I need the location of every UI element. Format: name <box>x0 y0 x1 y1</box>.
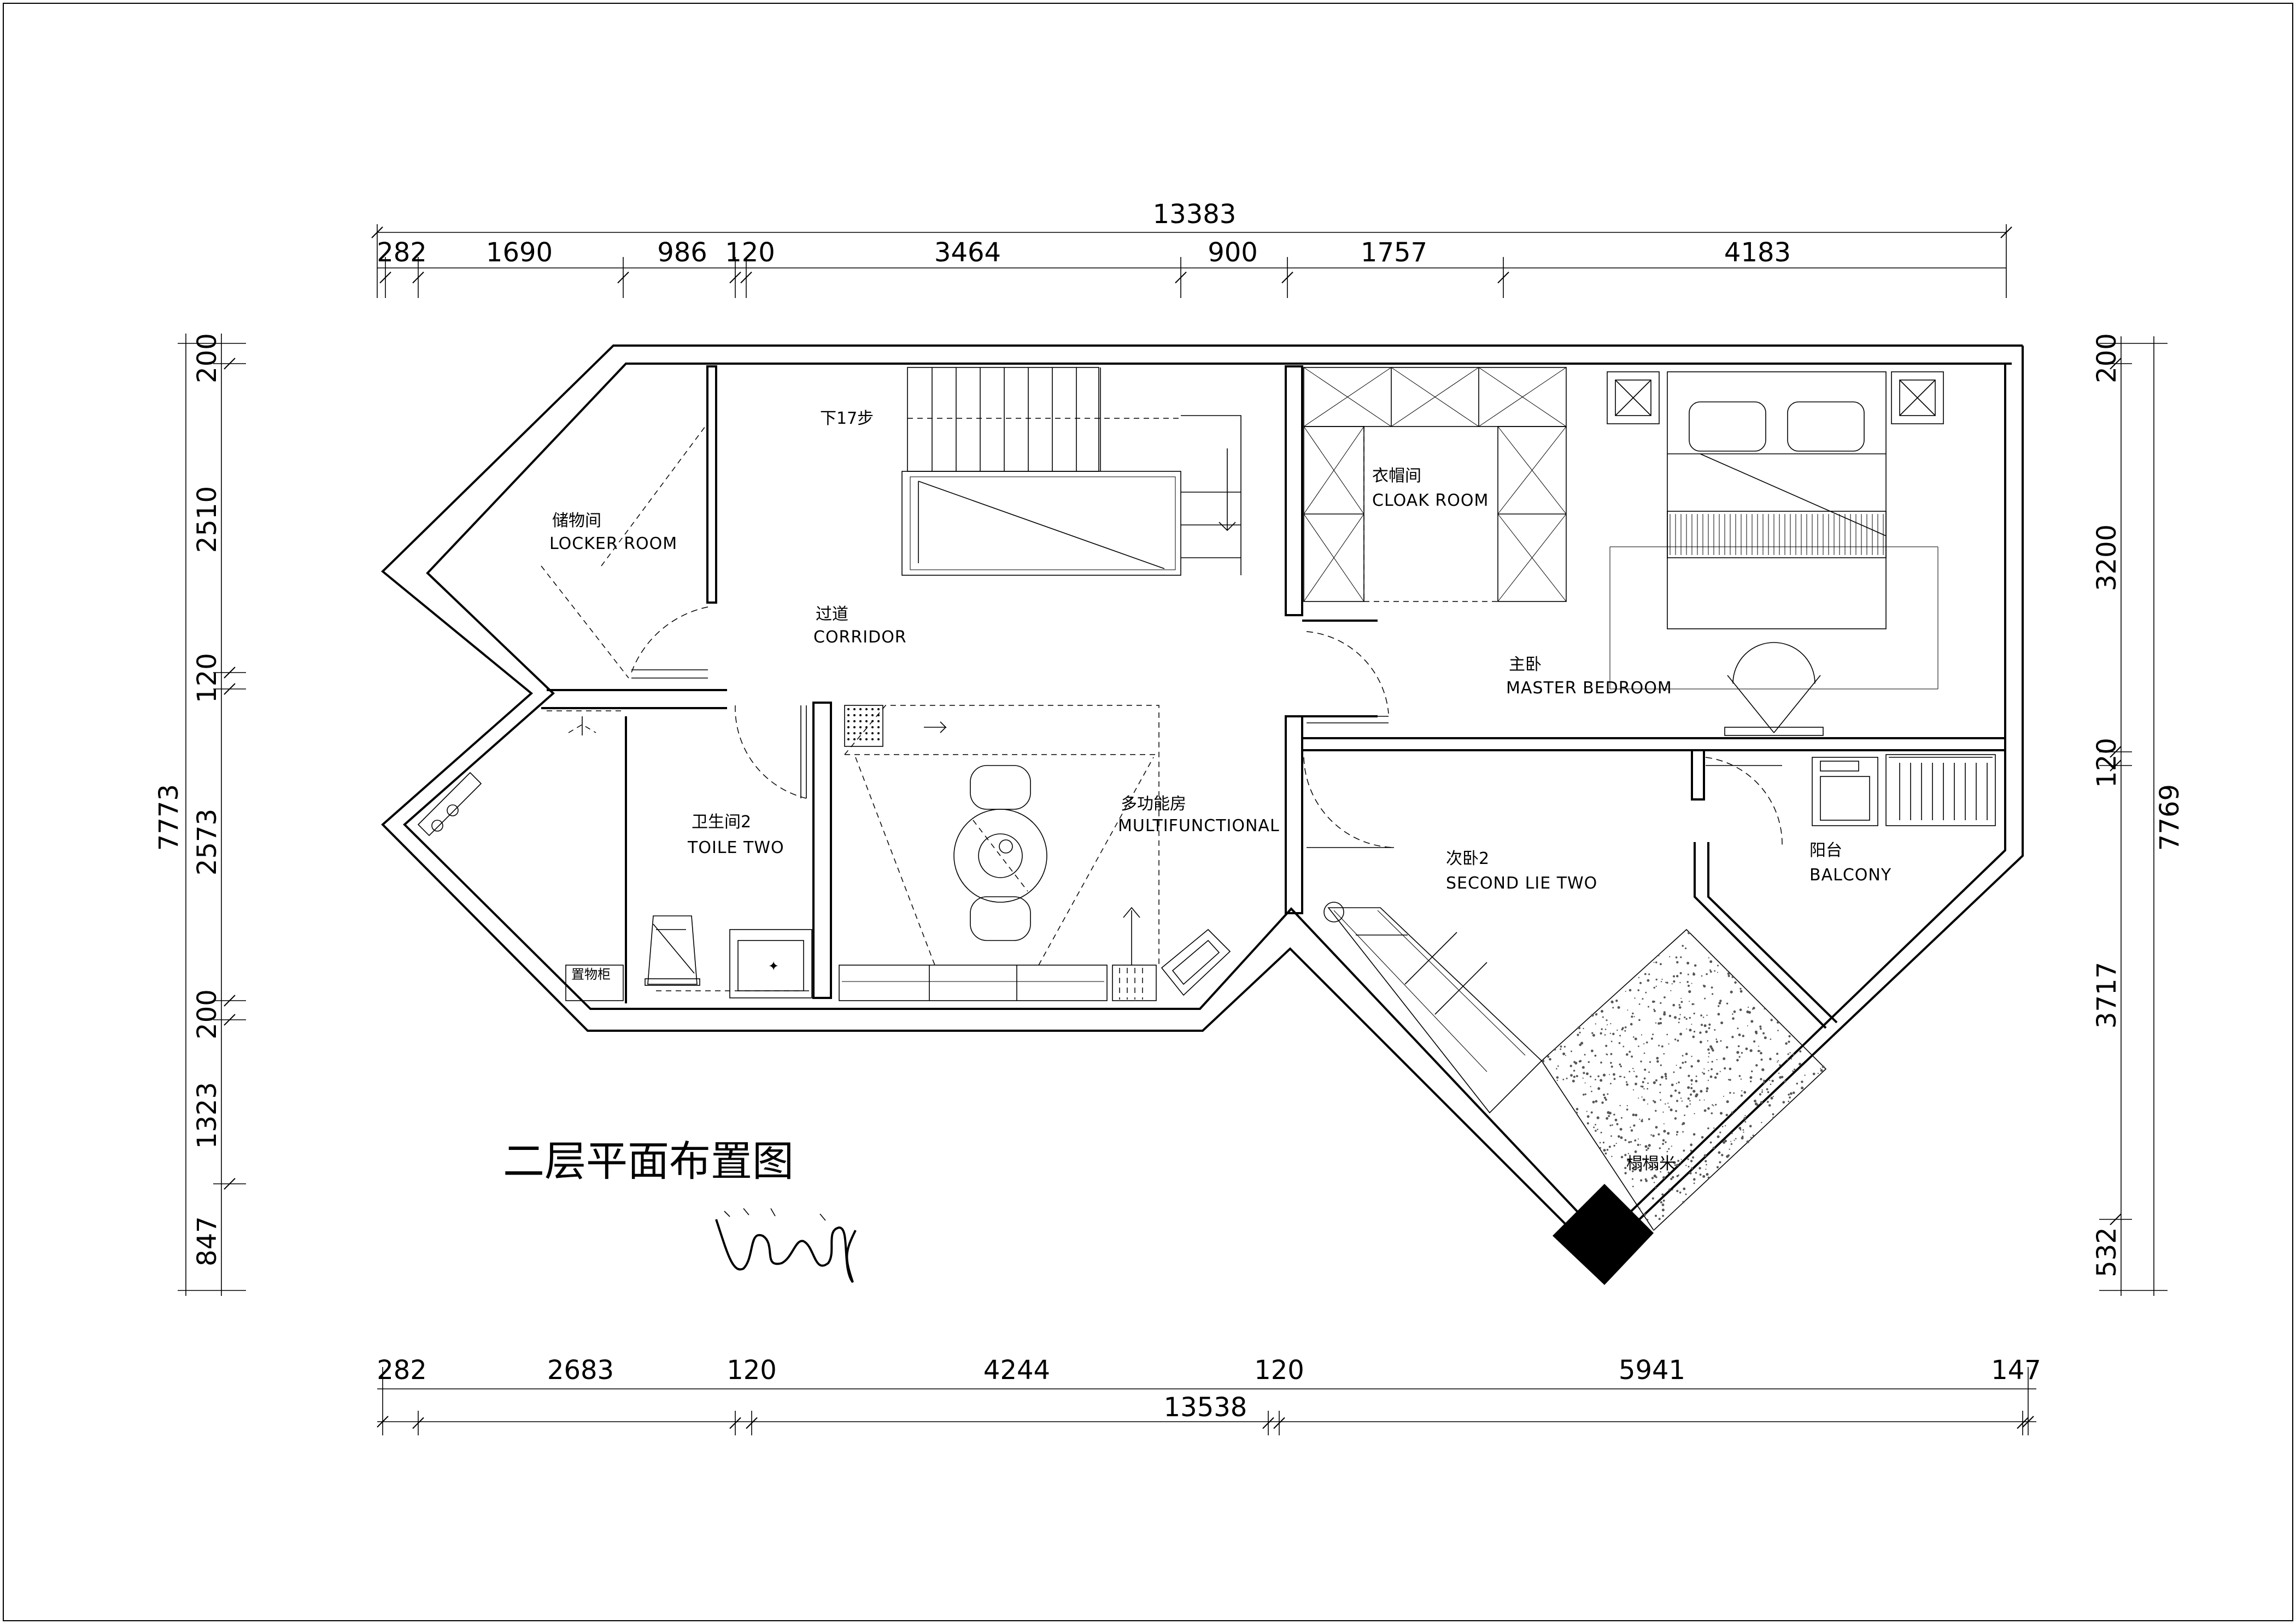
bottom-dim-4: 4244 <box>983 1355 1050 1386</box>
left-dim-7: 847 <box>192 1216 222 1266</box>
right-dim-1: 200 <box>2092 333 2122 383</box>
bottom-dim-2: 2683 <box>547 1355 614 1386</box>
bottom-dim-1: 282 <box>377 1355 427 1386</box>
right-dimensions: 200 3200 120 3717 532 7769 <box>2092 333 2185 1296</box>
right-dim-2: 3200 <box>2092 524 2122 591</box>
locker-room-cn: 储物间 <box>552 511 601 530</box>
bottom-dim-7: 147 <box>1991 1355 2041 1386</box>
bottom-dimensions: 282 2683 120 4244 120 5941 147 13538 <box>377 1355 2041 1435</box>
top-dim-2: 1690 <box>486 237 553 268</box>
bottom-dim-6: 5941 <box>1619 1355 1685 1386</box>
tatami-area <box>1541 928 1827 1231</box>
master-cn: 主卧 <box>1509 655 1542 674</box>
top-dim-3: 986 <box>657 237 707 268</box>
left-dimensions: 7773 200 2510 120 2573 200 1323 847 <box>154 333 246 1296</box>
svg-text:✦: ✦ <box>768 959 779 974</box>
multi-cn: 多功能房 <box>1121 795 1186 814</box>
second-cn: 次卧2 <box>1446 849 1489 868</box>
stairs-label: 下17步 <box>820 409 874 428</box>
signature <box>715 1208 857 1283</box>
toilet-two: 卫生间2 TOILE TWO ✦ 置物柜 <box>417 710 812 1001</box>
toilet-en: TOILE TWO <box>687 838 784 857</box>
master-en: MASTER BEDROOM <box>1506 679 1672 698</box>
corridor-en: CORRIDOR <box>813 628 907 647</box>
locker-room-en: LOCKER ROOM <box>549 534 677 553</box>
balcony: 阳台 BALCONY <box>1705 754 1996 885</box>
multi-en: MULTIFUNCTIONAL <box>1118 816 1280 836</box>
cloak-room: 衣帽间 CLOAK ROOM <box>1303 367 1567 602</box>
balcony-cn: 阳台 <box>1809 841 1842 860</box>
top-dim-6: 900 <box>1208 237 1258 268</box>
corridor: 过道 CORRIDOR <box>735 605 907 799</box>
cloak-cn: 衣帽间 <box>1372 466 1421 486</box>
cabinet-label: 置物柜 <box>571 967 611 982</box>
left-dim-2: 2510 <box>192 486 222 553</box>
balcony-en: BALCONY <box>1809 866 1891 885</box>
left-dim-1: 200 <box>192 333 222 383</box>
second-en: SECOND LIE TWO <box>1446 874 1597 893</box>
exterior-walls <box>381 344 2024 1259</box>
multifunctional-room: 多功能房 MULTIFUNCTIONAL <box>839 705 1280 1001</box>
sheet-border <box>3 3 2293 1621</box>
tatami-label: 榻榻米 <box>1626 1154 1676 1173</box>
staircase: 下17步 <box>820 367 1241 576</box>
top-dimensions: 13383 282 1690 986 120 3464 900 1757 418… <box>371 199 2012 298</box>
bottom-total-dim: 13538 <box>1164 1392 1247 1423</box>
left-dim-3: 120 <box>192 653 222 703</box>
right-dim-3: 120 <box>2092 738 2122 788</box>
right-dim-5: 532 <box>2092 1227 2122 1277</box>
left-dim-5: 200 <box>192 989 222 1039</box>
top-dim-7: 1757 <box>1361 237 1427 268</box>
toilet-cn: 卫生间2 <box>692 813 751 832</box>
master-bedroom: 主卧 MASTER BEDROOM <box>1306 371 1944 736</box>
bottom-dim-3: 120 <box>727 1355 777 1386</box>
corridor-cn: 过道 <box>816 605 848 624</box>
left-total-dim: 7773 <box>154 784 184 851</box>
second-bedroom: 次卧2 SECOND LIE TWO 榻榻米 <box>1303 757 1827 1285</box>
structural-column <box>1553 1184 1654 1285</box>
right-dim-4: 3717 <box>2092 962 2122 1029</box>
top-dim-1: 282 <box>377 237 427 268</box>
top-dim-5: 3464 <box>934 237 1001 268</box>
top-dim-4: 120 <box>725 237 775 268</box>
bottom-dim-5: 120 <box>1254 1355 1304 1386</box>
locker-room: 储物间 LOCKER ROOM <box>541 426 708 679</box>
left-dim-4: 2573 <box>192 809 222 875</box>
cloak-en: CLOAK ROOM <box>1372 491 1489 510</box>
left-dim-6: 1323 <box>192 1082 222 1149</box>
right-total-dim: 7769 <box>2154 784 2185 851</box>
top-dim-8: 4183 <box>1724 237 1791 268</box>
top-total-dim: 13383 <box>1153 199 1237 230</box>
drawing-title: 二层平面布置图 <box>503 1137 794 1185</box>
